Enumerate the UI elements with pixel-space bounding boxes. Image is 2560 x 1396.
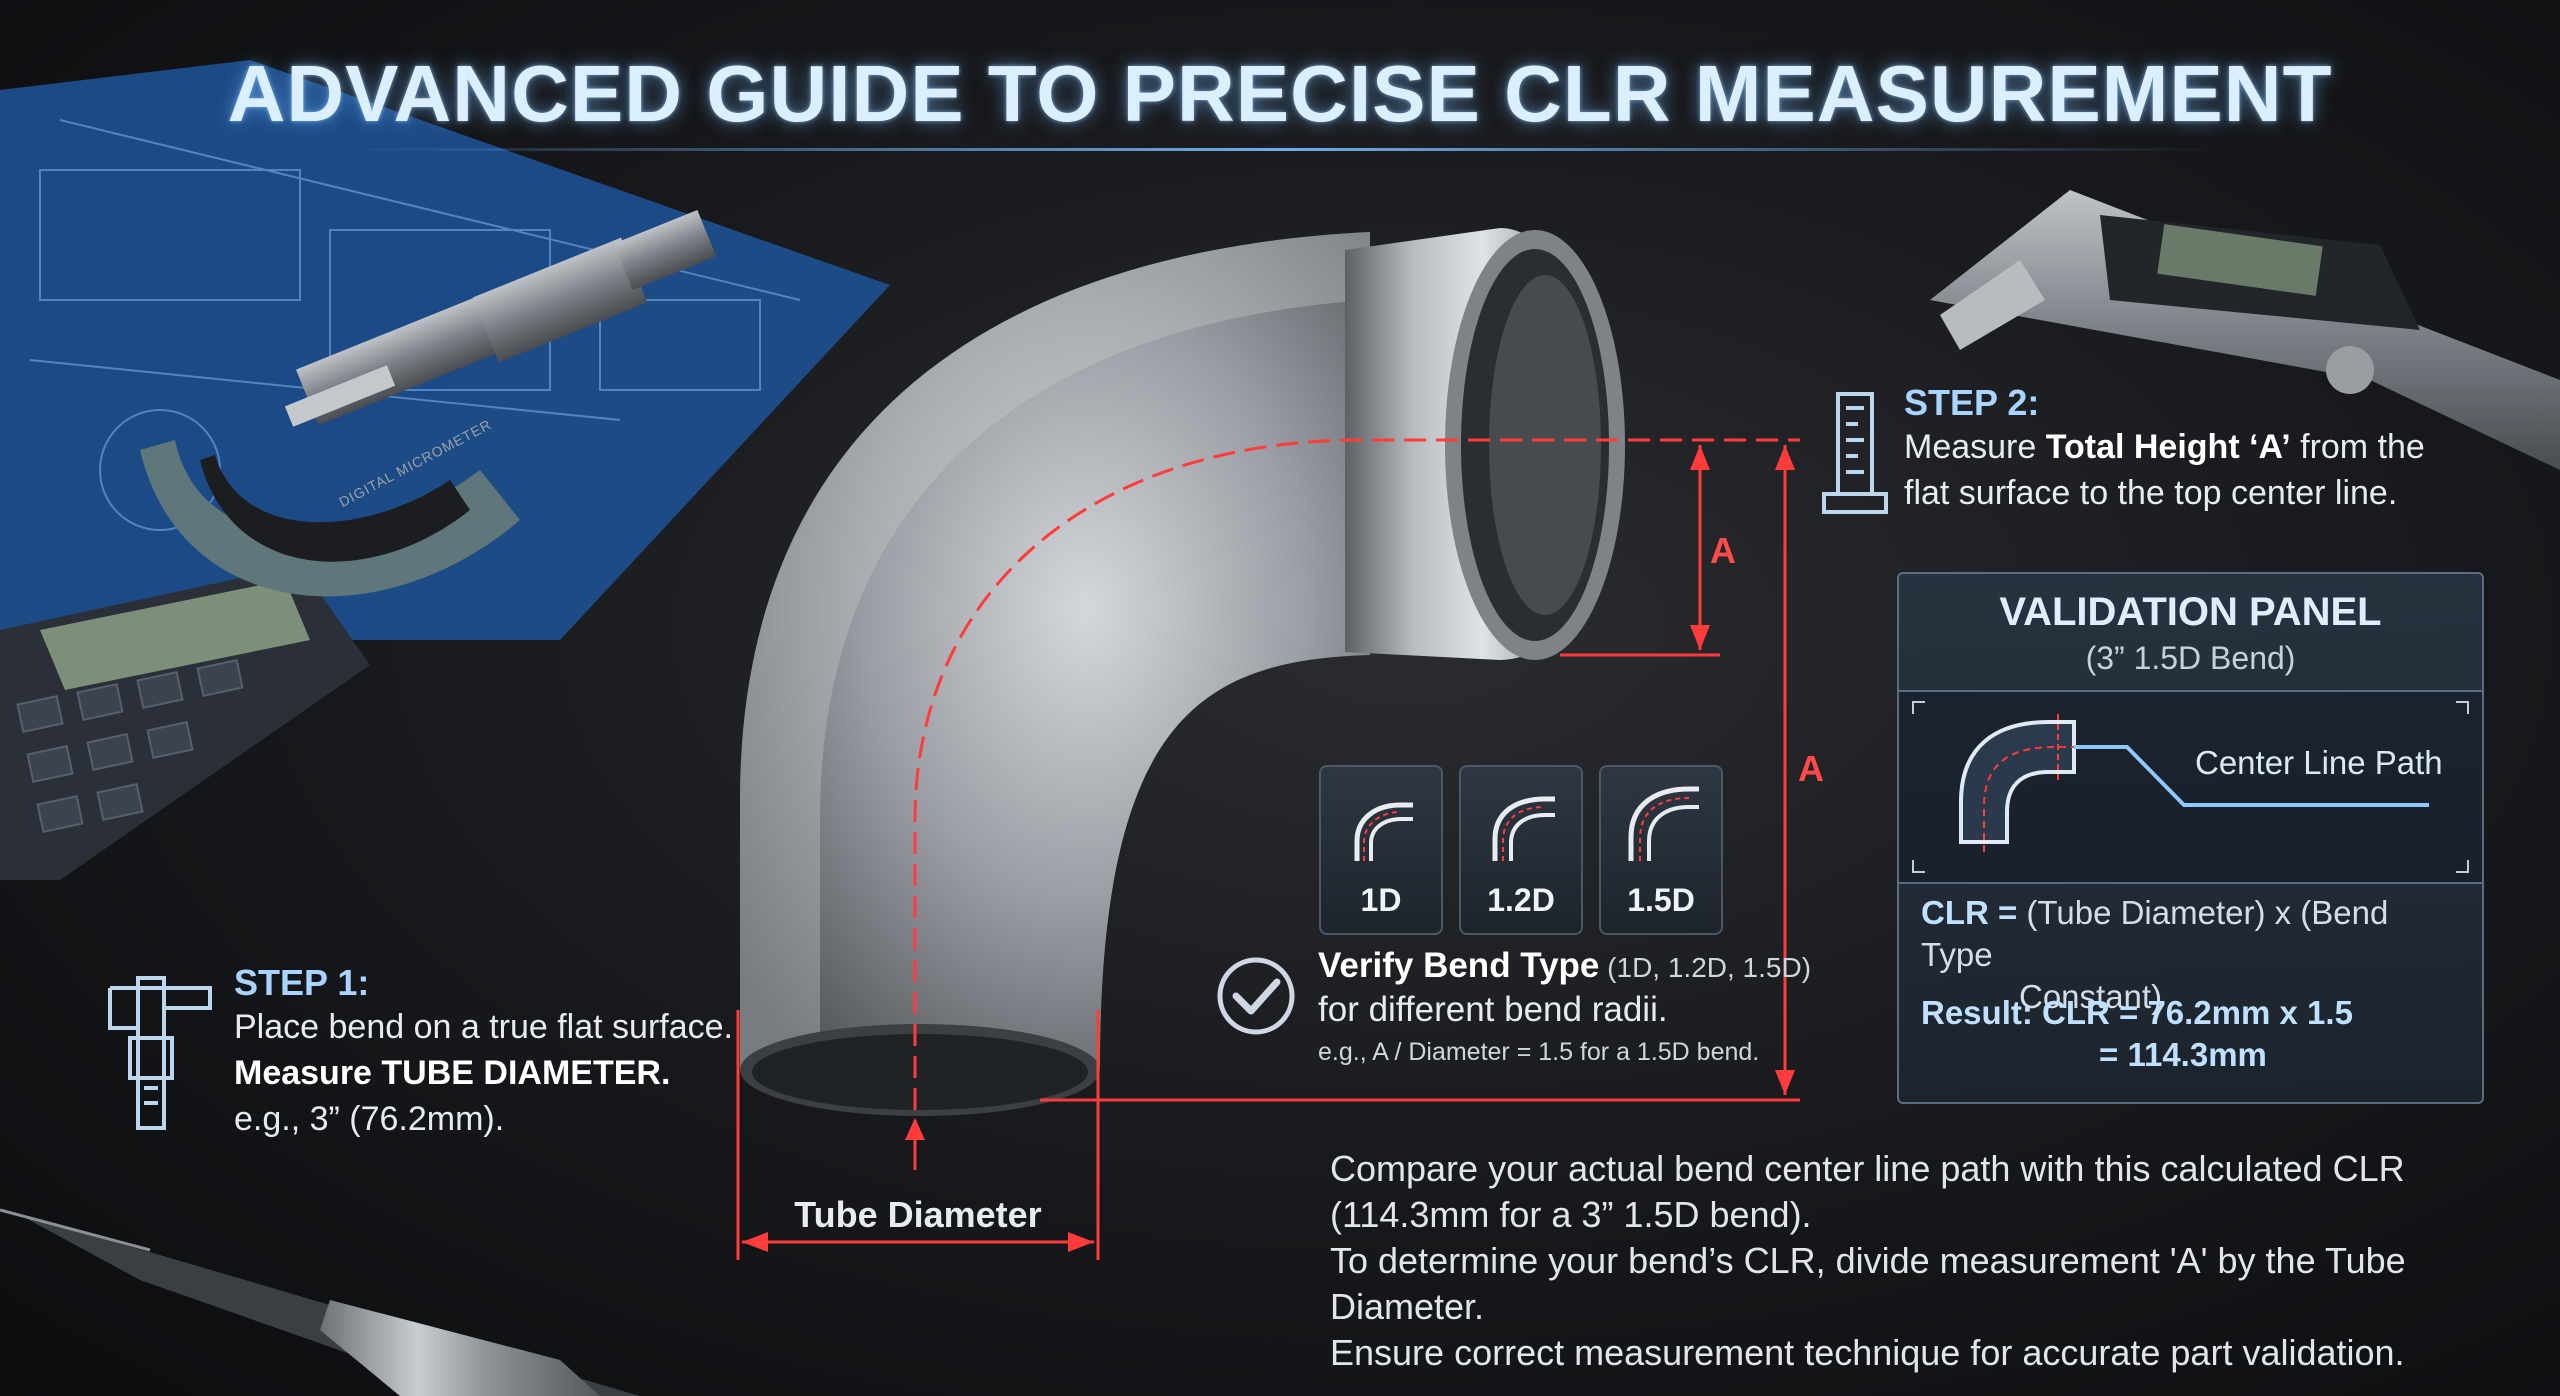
verify-line2: for different bend radii. (1318, 990, 1668, 1029)
step1-heading: STEP 1: (234, 962, 370, 1003)
dimension-lines (736, 438, 1800, 1260)
validation-panel-subtitle: (3” 1.5D Bend) (2085, 640, 2296, 676)
bend-type-chip-1-2d[interactable]: 1.2D (1459, 765, 1583, 935)
bend-1-5d-icon (1628, 786, 1699, 861)
validation-panel: VALIDATION PANEL (3” 1.5D Bend) Center L… (1897, 572, 2484, 1104)
clr-result: Result: CLR = 76.2mm x 1.5 = 114.3mm (1921, 992, 2461, 1076)
bend-type-label-1d: 1D (1360, 882, 1402, 918)
step2-line1-pre: Measure (1904, 428, 2046, 466)
bend-type-chip-1d[interactable]: 1D (1319, 765, 1443, 935)
note-line-3: To determine your bend’s CLR, divide mea… (1330, 1240, 2406, 1327)
clr-formula-line1: CLR = (Tube Diameter) x (Bend Type (1921, 892, 2461, 976)
verify-block: Verify Bend Type (1D, 1.2D, 1.5D) for di… (1318, 946, 1811, 1067)
note-line-2: (114.3mm for a 3” 1.5D bend). (1330, 1194, 1812, 1235)
step2-line2: flat surface to the top center line. (1904, 474, 2398, 512)
mini-bend-diagram (1912, 701, 2469, 873)
bend-1d-icon (1354, 802, 1413, 861)
pen-tool (0, 1208, 640, 1396)
step1-block (100, 968, 220, 1143)
notes-block: Compare your actual bend center line pat… (1330, 1146, 2530, 1376)
tube-diameter-label: Tube Diameter (794, 1194, 1042, 1235)
micrometer (140, 209, 717, 597)
clr-formula-line2: Constant) (2019, 978, 2163, 1015)
note-line-1: Compare your actual bend center line pat… (1330, 1148, 2405, 1189)
clr-result-line2: = 114.3mm (2099, 1036, 2267, 1073)
step2-line1-post: from the (2290, 428, 2425, 466)
elbow-pipe (740, 228, 1625, 1116)
step2-block (1820, 388, 1890, 523)
center-line-path (913, 438, 1800, 1110)
step2-text: STEP 2: Measure Total Height ‘A’ from th… (1904, 382, 2425, 516)
step1-line2: Measure TUBE DIAMETER. (234, 1054, 671, 1092)
dimension-a-label-short: A (1710, 530, 1736, 571)
dimension-a-label-total: A (1798, 748, 1824, 789)
validation-panel-title: VALIDATION PANEL (1999, 590, 2382, 634)
step2-line1: Measure Total Height ‘A’ from the (1904, 424, 2425, 470)
bend-type-chip-1-5d[interactable]: 1.5D (1599, 765, 1723, 935)
clr-formula-prefix: CLR = (1921, 894, 2018, 931)
page-title: ADVANCED GUIDE TO PRECISE CLR MEASUREMEN… (227, 49, 2333, 138)
verify-line1: Verify Bend Type (1D, 1.2D, 1.5D) (1318, 946, 1811, 986)
caliper-icon (108, 976, 212, 1130)
step2-line1-bold: Total Height ‘A’ (2045, 428, 2291, 466)
validation-diagram: Center Line Path (1899, 690, 2482, 884)
verify-line3: e.g., A / Diameter = 1.5 for a 1.5D bend… (1318, 1038, 1760, 1066)
note-line-4: Ensure correct measurement technique for… (1330, 1332, 2405, 1373)
title-underline (340, 148, 2220, 151)
verify-title-suffix: (1D, 1.2D, 1.5D) (1599, 952, 1812, 983)
clr-result-line1: Result: CLR = 76.2mm x 1.5 (1921, 994, 2353, 1031)
calculator (0, 565, 370, 880)
step2-heading: STEP 2: (1904, 382, 2040, 423)
clr-formula-text: (Tube Diameter) x (Bend Type (1921, 894, 2389, 973)
height-gauge-icon (1822, 392, 1888, 514)
bend-1-2d-icon (1492, 796, 1555, 861)
digital-caliper (1930, 190, 2560, 470)
step1-line3: e.g., 3” (76.2mm). (234, 1100, 505, 1138)
step1-text: STEP 1: Place bend on a true flat surfac… (234, 962, 733, 1142)
step1-line1: Place bend on a true flat surface. (234, 1008, 733, 1046)
bend-type-label-1-2d: 1.2D (1487, 882, 1555, 918)
center-line-path-label: Center Line Path (2195, 744, 2443, 781)
bend-type-label-1-5d: 1.5D (1627, 882, 1695, 918)
checkmark-circle-icon (1217, 957, 1295, 1035)
clr-formula: CLR = (Tube Diameter) x (Bend Type Const… (1921, 892, 2461, 1018)
verify-title: Verify Bend Type (1318, 946, 1600, 985)
